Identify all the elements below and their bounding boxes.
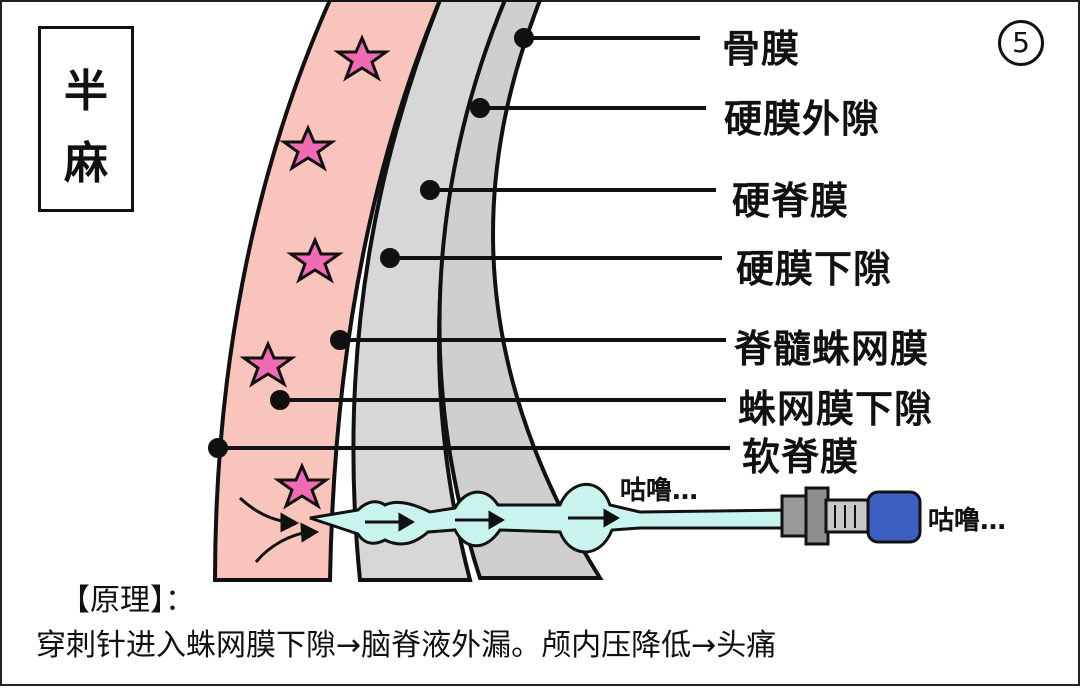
- stars: [239, 34, 391, 510]
- label-dura-mater: 硬脊膜: [732, 179, 850, 223]
- entry-arrows: [238, 496, 320, 563]
- label-periosteum: 骨膜: [722, 27, 801, 71]
- flow-arrows: [365, 508, 620, 532]
- label-epidural-space: 硬膜外隙: [724, 97, 881, 141]
- title-char-2: 麻: [64, 138, 108, 189]
- star-5: [273, 462, 331, 510]
- principle-heading: 【原理】：: [60, 583, 195, 618]
- principle-text: 穿刺针进入蛛网膜下隙→脑脊液外漏。颅内压降低→头痛: [36, 628, 777, 663]
- title-char-1: 半: [64, 66, 108, 117]
- label-arachnoid: 脊髓蛛网膜: [734, 327, 930, 371]
- star-4: [239, 340, 297, 388]
- sound-near-syringe: 咕噜…: [928, 506, 1007, 536]
- gray-inner-band: [437, 0, 604, 580]
- leader-lines: [208, 28, 730, 458]
- star-2: [279, 124, 337, 172]
- label-pia-mater: 软脊膜: [742, 435, 860, 479]
- star-3: [286, 236, 344, 284]
- panel-number: 5: [998, 20, 1044, 66]
- syringe-hub: [780, 486, 922, 546]
- star-1: [333, 34, 391, 82]
- label-subarachnoid-space: 蛛网膜下隙: [738, 387, 934, 431]
- sound-near-needle: 咕噜…: [620, 476, 699, 506]
- title-box: 半 麻: [38, 26, 134, 212]
- pink-tissue-band: [212, 0, 443, 582]
- label-subdural-space: 硬膜下隙: [736, 247, 893, 291]
